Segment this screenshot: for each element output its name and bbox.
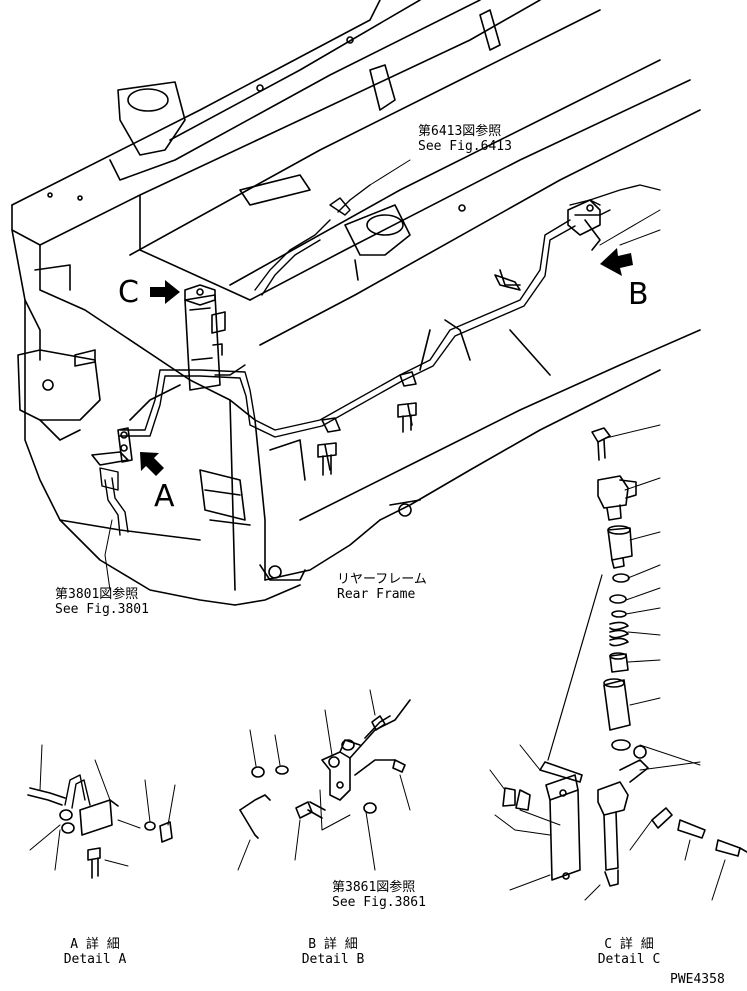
- reference-6413-jp: 第6413図参照: [418, 124, 502, 139]
- detail-c-exploded: [547, 424, 701, 766]
- detail-c-jp: C 詳 細: [604, 937, 654, 952]
- reference-6413-label: 第6413図参照 See Fig.6413: [418, 124, 512, 154]
- detail-a-caption: A 詳 細 Detail A: [50, 937, 140, 967]
- leader-lines-main: [104, 159, 661, 591]
- detail-b-drawing: [237, 689, 411, 871]
- view-letter-b: B: [628, 277, 649, 312]
- detail-c-caption: C 詳 細 Detail C: [584, 937, 674, 967]
- reference-3861-jp: 第3861図参照: [332, 880, 416, 895]
- reference-3801-jp: 第3801図参照: [55, 587, 139, 602]
- view-letter-a: A: [154, 479, 175, 514]
- clip-a-assembly: [91, 427, 133, 466]
- rear-frame-drawing: [11, 0, 701, 606]
- valve-c-assembly: [184, 284, 226, 391]
- detail-a-drawing: [27, 744, 176, 879]
- arrow-a-icon: [140, 452, 164, 476]
- detail-c-en: Detail C: [597, 952, 661, 967]
- reference-3801-en: See Fig.3801: [55, 602, 149, 617]
- view-arrows: [140, 248, 633, 476]
- reference-6413-en: See Fig.6413: [418, 139, 512, 154]
- frame-bolts: [317, 402, 417, 476]
- frame-label-en: Rear Frame: [337, 587, 416, 602]
- reference-3861-label: 第3861図参照 See Fig.3861: [332, 880, 426, 910]
- detail-a-jp: A 詳 細: [70, 937, 120, 952]
- arrow-c-icon: [150, 280, 180, 304]
- drawing-code: PWE4358: [670, 972, 725, 987]
- pipe-routing: [99, 184, 661, 536]
- view-letter-c: C: [118, 275, 139, 310]
- detail-b-caption: B 詳 細 Detail B: [288, 937, 378, 967]
- reference-3861-en: See Fig.3861: [332, 895, 426, 910]
- detail-c-assembly: [489, 744, 747, 901]
- reference-3801-label: 第3801図参照 See Fig.3801: [55, 587, 149, 617]
- frame-label-jp: リヤーフレーム: [337, 572, 427, 587]
- valve-b-assembly: [494, 199, 601, 291]
- detail-b-jp: B 詳 細: [308, 937, 358, 952]
- frame-label: リヤーフレーム Rear Frame: [337, 572, 427, 602]
- detail-b-en: Detail B: [301, 952, 365, 967]
- arrow-b-icon: [600, 248, 633, 276]
- detail-a-en: Detail A: [63, 952, 127, 967]
